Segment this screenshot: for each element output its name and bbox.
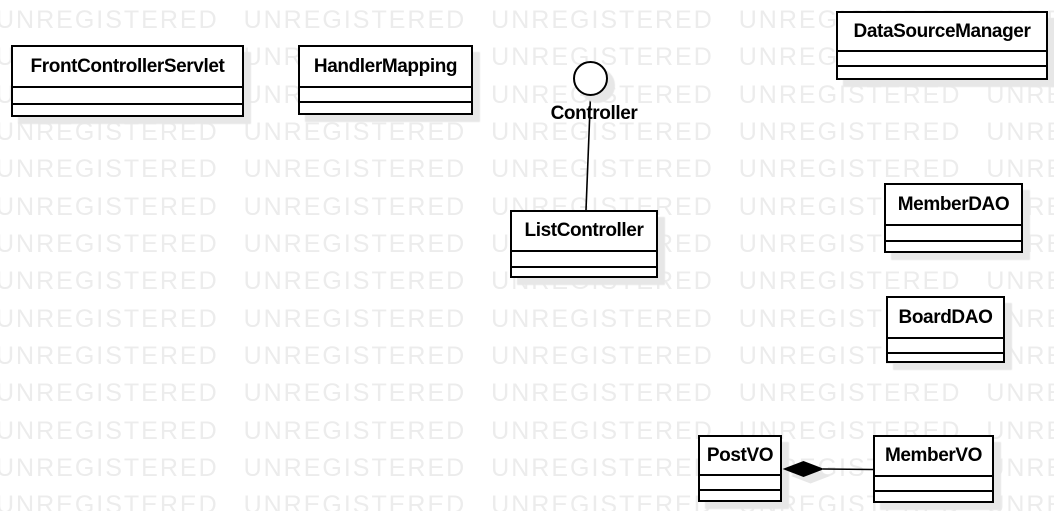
class-name-label: BoardDAO <box>898 306 993 328</box>
attributes-compartment <box>700 474 780 489</box>
class-name-label: HandlerMapping <box>313 55 458 77</box>
operations-compartment <box>13 103 242 115</box>
attributes-compartment <box>838 50 1046 65</box>
class-name-label: PostVO <box>706 444 774 466</box>
class-box-memberdao[interactable]: MemberDAO <box>884 183 1023 253</box>
class-box-listcontroller[interactable]: ListController <box>510 210 658 278</box>
attributes-compartment <box>512 250 656 266</box>
operations-compartment <box>875 490 992 501</box>
composition-connector-line[interactable] <box>822 468 874 471</box>
class-name-label: FrontControllerServlet <box>30 55 225 77</box>
class-name-label: MemberVO <box>884 445 983 466</box>
class-box-datasourcemanager[interactable]: DataSourceManager <box>836 11 1048 80</box>
lollipop-interface-circle[interactable] <box>573 61 608 96</box>
attributes-compartment <box>13 86 242 103</box>
attributes-compartment <box>875 475 992 490</box>
class-name-label: ListController <box>524 220 644 241</box>
class-name-label: MemberDAO <box>897 193 1010 215</box>
attributes-compartment <box>300 86 471 101</box>
attributes-compartment <box>888 337 1003 352</box>
class-box-boarddao[interactable]: BoardDAO <box>886 296 1005 363</box>
class-box-postvo[interactable]: PostVO <box>698 435 782 502</box>
composition-diamond-icon[interactable] <box>782 460 825 478</box>
attributes-compartment <box>886 224 1021 240</box>
operations-compartment <box>300 101 471 113</box>
class-box-membervo[interactable]: MemberVO <box>873 435 994 503</box>
operations-compartment <box>512 266 656 276</box>
operations-compartment <box>888 352 1003 361</box>
interface-label-controller[interactable]: Controller <box>550 103 638 124</box>
lollipop-connector-line[interactable] <box>585 95 592 211</box>
class-box-handlermapping[interactable]: HandlerMapping <box>298 45 473 115</box>
class-box-frontcontrollerservlet[interactable]: FrontControllerServlet <box>11 45 244 117</box>
operations-compartment <box>886 240 1021 251</box>
operations-compartment <box>700 489 780 500</box>
class-name-label: DataSourceManager <box>853 20 1031 42</box>
operations-compartment <box>838 65 1046 78</box>
